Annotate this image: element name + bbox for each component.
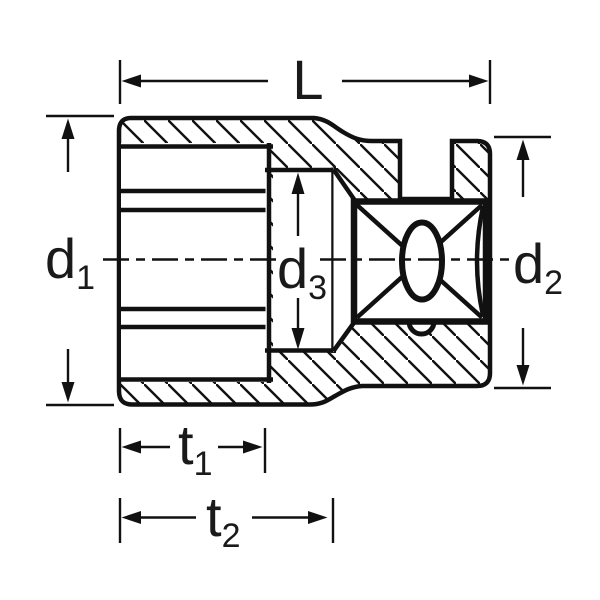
- arrow-up-icon: [291, 172, 305, 194]
- arrow-right-icon: [243, 440, 263, 454]
- arrow-down-icon: [516, 365, 530, 386]
- label-t1-sub: 1: [194, 445, 213, 483]
- arrow-right-icon: [469, 74, 489, 88]
- detent-ball-hole: [399, 219, 445, 303]
- label-d2-sub: 2: [544, 264, 563, 302]
- drive-back-arc: [474, 206, 486, 316]
- arrow-left-icon: [121, 74, 141, 88]
- label-t1: t1: [178, 413, 212, 483]
- arrow-down-icon: [291, 328, 305, 350]
- label-d2-base: d: [513, 232, 544, 295]
- funnel-upper-edge: [331, 168, 359, 205]
- arrow-right-icon: [308, 511, 328, 524]
- hex-cavity: [121, 143, 273, 383]
- label-t2-base: t: [206, 485, 222, 548]
- arrow-left-icon: [121, 440, 141, 454]
- label-t2-sub: 2: [222, 517, 241, 555]
- label-d3-base: d: [277, 237, 308, 300]
- label-d1-base: d: [45, 227, 76, 290]
- label-d1-sub: 1: [76, 259, 95, 297]
- square-drive-cavity: [350, 198, 490, 337]
- label-d3: d3: [277, 237, 327, 307]
- label-d2: d2: [513, 232, 563, 302]
- label-t1-base: t: [178, 413, 194, 476]
- label-d3-sub: 3: [308, 269, 327, 307]
- dim-t1: t1: [118, 413, 267, 483]
- dim-d3: d3: [277, 172, 327, 350]
- hex-cavity-area: [121, 143, 269, 382]
- square-drive-border: [350, 198, 490, 325]
- arrow-left-icon: [121, 511, 141, 524]
- dim-t2: t2: [118, 485, 335, 555]
- arrow-down-icon: [61, 382, 75, 403]
- label-L: L: [292, 48, 323, 111]
- dim-d1: d1: [45, 114, 114, 407]
- arrow-up-icon: [61, 118, 75, 139]
- dim-d2: d2: [494, 135, 563, 390]
- label-d1: d1: [45, 227, 95, 297]
- label-t2: t2: [206, 485, 240, 555]
- arrow-up-icon: [516, 139, 530, 160]
- dim-L: L: [118, 48, 492, 111]
